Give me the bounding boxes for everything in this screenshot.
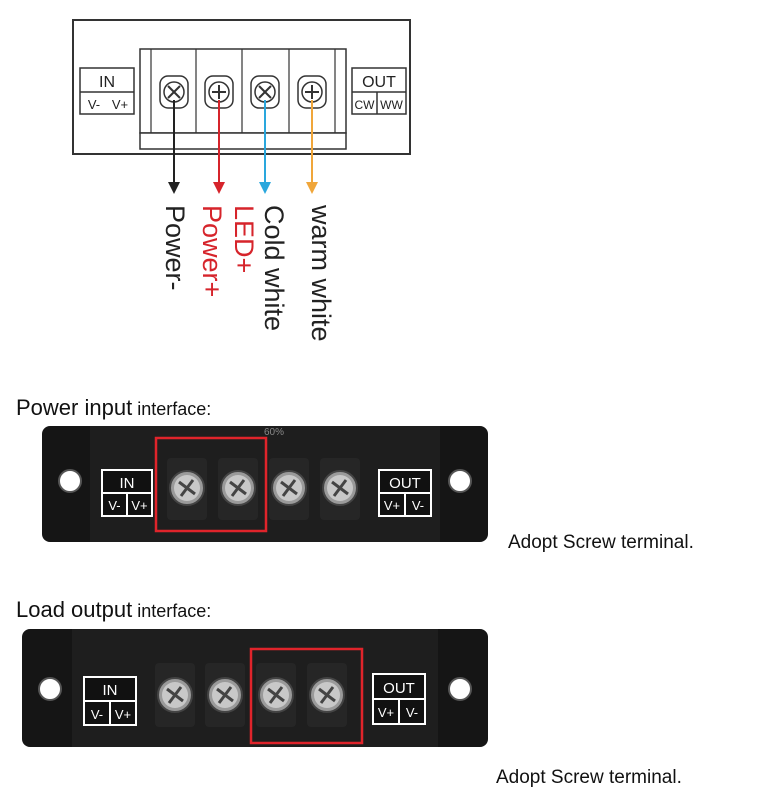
screw-terminal (320, 458, 360, 520)
in-label-box: IN V- V+ (101, 469, 153, 517)
screw-terminal (167, 458, 207, 520)
mount-hole (38, 677, 62, 701)
screw-terminal (307, 663, 347, 727)
section-heading-load-output: Load output interface: (16, 597, 211, 623)
out-label-box: OUT V+ V- (378, 469, 432, 517)
in-pin-minus: V- (108, 498, 120, 513)
out-label-box: OUT CW WW (351, 67, 407, 115)
out-pin-minus: V- (406, 705, 418, 720)
out-pin-cw: CW (355, 98, 376, 112)
device-photo-load-output: IN V- V+ OUT V+ V- (22, 629, 488, 747)
heading-small: interface: (132, 601, 212, 621)
heading-main: Load output (16, 597, 133, 622)
top-print-text: 60% (264, 427, 284, 438)
section-heading-power-input: Power input interface: (16, 395, 211, 421)
out-label: OUT (383, 680, 415, 697)
in-pin-minus: V- (91, 707, 103, 722)
wire-cold-white (259, 100, 271, 194)
wire-warm-white (306, 100, 318, 194)
note-screw-terminal: Adopt Screw terminal. (496, 767, 682, 788)
highlight-box (249, 647, 364, 745)
screw-terminal (218, 458, 258, 520)
terminal-base (139, 132, 347, 150)
label-power-minus: Power- (160, 205, 190, 291)
out-label: OUT (362, 74, 396, 91)
out-pin-plus: V+ (384, 498, 400, 513)
highlight-box (154, 436, 268, 533)
out-pin-minus: V- (412, 498, 424, 513)
screw-terminal (205, 663, 245, 727)
in-label: IN (99, 74, 115, 91)
device-photo-power-input: 60% IN V- V+ OUT V+ V- (42, 426, 488, 542)
note-screw-terminal: Adopt Screw terminal. (508, 532, 694, 553)
screw-terminal (256, 663, 296, 727)
wiring-diagram: IN V- V+ OUT CW WW (72, 19, 411, 194)
mount-hole (448, 469, 472, 493)
label-led-power-plus: LED+ Power+ (197, 205, 259, 298)
mount-hole (448, 677, 472, 701)
label-cold-white: Cold white (259, 205, 289, 332)
heading-small: interface: (132, 399, 212, 419)
screw-terminal (269, 458, 309, 520)
in-pin-plus: V+ (112, 97, 128, 112)
in-label: IN (120, 475, 135, 492)
in-label: IN (103, 682, 118, 699)
out-label: OUT (389, 475, 421, 492)
out-pin-plus: V+ (378, 705, 394, 720)
out-pin-ww: WW (380, 98, 403, 112)
wire-led-plus (213, 100, 225, 194)
in-pin-minus: V- (88, 97, 100, 112)
wire-power-minus (168, 100, 180, 194)
screw-terminal (155, 663, 195, 727)
mount-hole (58, 469, 82, 493)
screw-icon (297, 75, 327, 109)
heading-main: Power input (16, 395, 133, 420)
in-label-box: IN V- V+ (79, 67, 135, 115)
in-pin-plus: V+ (131, 498, 147, 513)
in-label-box: IN V- V+ (83, 676, 137, 726)
out-label-box: OUT V+ V- (372, 673, 426, 725)
label-warm-white: warm white (306, 205, 336, 342)
in-pin-plus: V+ (115, 707, 131, 722)
